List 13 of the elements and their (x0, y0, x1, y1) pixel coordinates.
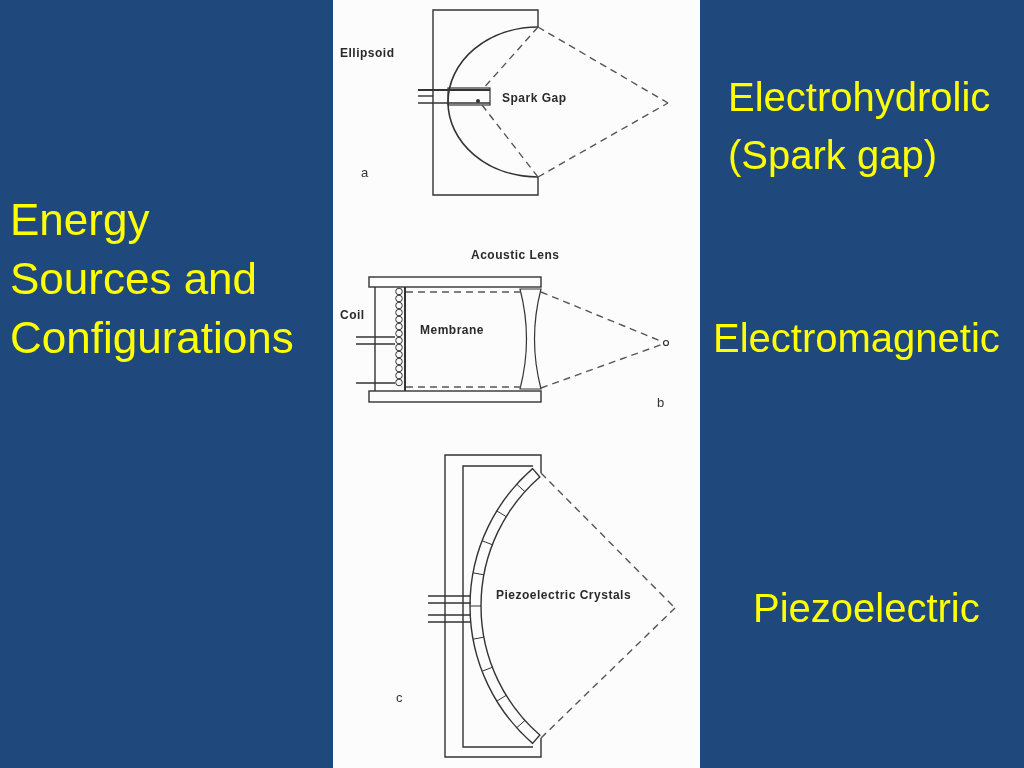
part-label: Membrane (420, 323, 485, 337)
part-label: Piezoelectric Crystals (496, 588, 632, 602)
energy-source-label: Electrohydrolic (Spark gap) (728, 74, 992, 179)
part-label: Coil (340, 308, 365, 322)
panel-letter: b (657, 395, 665, 410)
energy-source-label: Piezoelectric (753, 585, 980, 632)
energy-source-label: Electromagnetic (713, 315, 1000, 362)
panel-letter: c (396, 690, 403, 705)
slide-title: Energy Sources and Configurations (10, 194, 295, 364)
part-label: Spark Gap (502, 91, 567, 105)
panel-letter: a (361, 165, 369, 180)
part-label: Acoustic Lens (471, 248, 560, 262)
part-label: Ellipsoid (340, 46, 395, 60)
